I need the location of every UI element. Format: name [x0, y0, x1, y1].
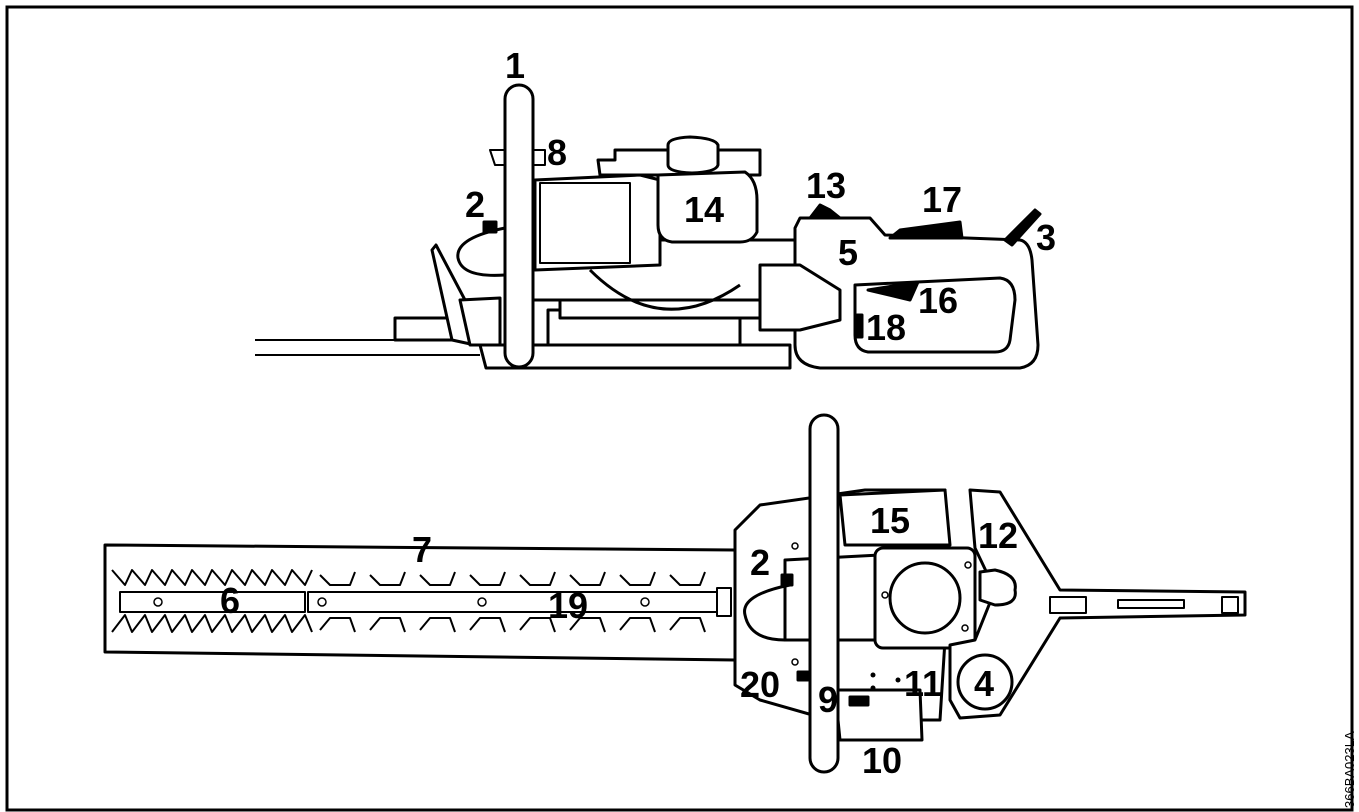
callout-9: 9 — [818, 679, 838, 720]
callout-16: 16 — [918, 280, 958, 321]
callout-15: 15 — [870, 500, 910, 541]
callout-2-side: 2 — [465, 184, 485, 225]
callout-19: 19 — [548, 585, 588, 626]
callout-3: 3 — [1036, 217, 1056, 258]
callout-11: 11 — [904, 663, 942, 704]
top-view-callouts: 7 6 19 2 15 12 4 11 9 10 20 — [220, 500, 1018, 781]
callout-6: 6 — [220, 580, 240, 621]
callout-20: 20 — [740, 664, 780, 705]
callout-13: 13 — [806, 165, 846, 206]
callout-1: 1 — [505, 45, 525, 86]
callout-5: 5 — [838, 232, 858, 273]
top-view — [103, 413, 1247, 774]
side-view-callouts: 1 8 2 14 13 17 3 5 16 18 — [465, 45, 1056, 348]
figure-border — [5, 5, 1354, 812]
callout-8: 8 — [547, 132, 567, 173]
callout-10: 10 — [862, 740, 902, 781]
side-view — [255, 83, 1042, 370]
callout-17: 17 — [922, 179, 962, 220]
callout-12: 12 — [978, 515, 1018, 556]
figure-code: 366BA023LA — [1342, 731, 1357, 808]
callout-14: 14 — [684, 189, 724, 230]
callout-2-top: 2 — [750, 542, 770, 583]
callout-18: 18 — [866, 307, 906, 348]
callout-7: 7 — [412, 529, 432, 570]
callout-4: 4 — [974, 663, 994, 704]
